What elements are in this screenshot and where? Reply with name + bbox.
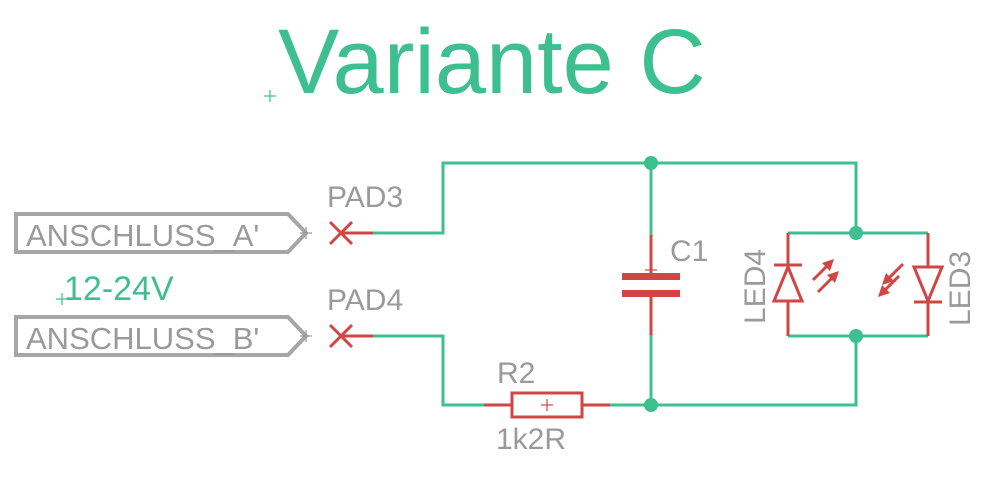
capacitor-c1: C1 — [622, 235, 708, 335]
port-anschluss-a: ANSCHLUSS_A' — [14, 212, 312, 254]
resistor-r2: R2 1k2R — [484, 357, 610, 456]
r2-name-label: R2 — [497, 357, 535, 390]
schematic-title: Variante C — [278, 11, 706, 113]
led4: LED4 — [739, 233, 839, 336]
pad3: PAD3 — [327, 181, 403, 246]
r2-value-label: 1k2R — [496, 423, 566, 456]
supply-label-origin-mark — [56, 293, 68, 305]
title-origin-mark — [264, 90, 276, 102]
port-anschluss-b: ANSCHLUSS_B' — [14, 315, 312, 357]
pad4: PAD4 — [327, 284, 403, 349]
junction-dot — [644, 398, 658, 412]
pad4-label: PAD4 — [327, 284, 403, 317]
junction-dots — [644, 156, 863, 412]
led3-label: LED3 — [944, 251, 977, 326]
junction-dot — [644, 156, 658, 170]
wire-pad4-bottom — [373, 334, 484, 407]
wire-r2-right — [610, 336, 858, 407]
wires — [373, 161, 928, 407]
port-a-label: ANSCHLUSS_A' — [26, 218, 259, 253]
c1-label: C1 — [670, 235, 708, 268]
led4-label: LED4 — [739, 249, 772, 324]
junction-dot — [849, 226, 863, 240]
supply-voltage-label: 12-24V — [64, 270, 174, 308]
port-b-label: ANSCHLUSS_B' — [26, 321, 259, 356]
wire-pad3-top — [373, 161, 858, 235]
led3: LED3 — [878, 233, 977, 336]
pad3-label: PAD3 — [327, 181, 403, 214]
junction-dot — [849, 329, 863, 343]
